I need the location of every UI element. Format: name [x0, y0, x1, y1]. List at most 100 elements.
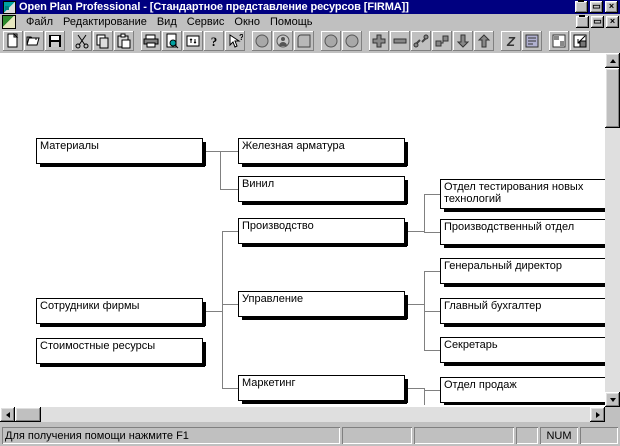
- sort-resource-button[interactable]: [342, 31, 362, 51]
- connector-line: [405, 304, 424, 305]
- mdi-close-button[interactable]: ×: [606, 15, 619, 28]
- folder-open-icon: [26, 33, 42, 49]
- scroll-right-button[interactable]: [590, 407, 605, 422]
- sort-button[interactable]: [183, 31, 203, 51]
- menu-item-window[interactable]: Окно: [234, 15, 260, 28]
- vertical-scroll-thumb[interactable]: [605, 68, 620, 128]
- print-button[interactable]: [141, 31, 161, 51]
- connector-line: [220, 189, 238, 190]
- connector-line: [424, 232, 440, 233]
- scroll-left-button[interactable]: [0, 407, 15, 422]
- move-down-button[interactable]: [453, 31, 473, 51]
- diagram-node-materials[interactable]: Материалы: [36, 138, 206, 167]
- add-node-button[interactable]: [369, 31, 389, 51]
- fit-window-button[interactable]: [570, 31, 590, 51]
- paste-button[interactable]: [114, 31, 134, 51]
- resource-view-button[interactable]: [252, 31, 272, 51]
- diagram-node-prod-dep[interactable]: Производственный отдел: [440, 219, 605, 248]
- promote-button[interactable]: [432, 31, 452, 51]
- connector-line: [222, 388, 238, 389]
- fit-window-icon: [572, 33, 588, 49]
- restore-button[interactable]: ▭: [590, 1, 603, 13]
- link-button[interactable]: [411, 31, 431, 51]
- mdi-restore-button[interactable]: ▭: [591, 15, 604, 28]
- whats-this-button[interactable]: ?: [225, 31, 245, 51]
- close-button[interactable]: ×: [605, 1, 618, 13]
- title-bar[interactable]: Open Plan Professional - [Стандартное пр…: [0, 0, 620, 14]
- resource-group-button[interactable]: [294, 31, 314, 51]
- document-icon[interactable]: [2, 14, 16, 29]
- circle-icon: [323, 33, 339, 49]
- diagram-node-cost-res[interactable]: Стоимостные ресурсы: [36, 338, 206, 367]
- diagram-node-accountant[interactable]: Главный бухгалтер: [440, 298, 605, 327]
- open-file-button[interactable]: [24, 31, 44, 51]
- copy-button[interactable]: [93, 31, 113, 51]
- menu-item-help[interactable]: Помощь: [269, 15, 313, 28]
- diagram-node-label: Материалы: [40, 140, 99, 152]
- horizontal-scrollbar[interactable]: [0, 407, 605, 422]
- connector-line: [424, 271, 440, 272]
- horizontal-scroll-thumb[interactable]: [15, 407, 41, 422]
- diagram-node-vinyl[interactable]: Винил: [238, 176, 408, 205]
- remove-node-button[interactable]: [390, 31, 410, 51]
- diagram-node-label: Секретарь: [444, 339, 498, 351]
- status-num-indicator: NUM: [540, 427, 578, 444]
- diagram-node-management[interactable]: Управление: [238, 291, 408, 320]
- report-button[interactable]: [522, 31, 542, 51]
- diagram-node-label: Отдел продаж: [444, 379, 517, 391]
- vertical-scrollbar[interactable]: [605, 53, 620, 407]
- diagram-node-production[interactable]: Производство: [238, 218, 408, 247]
- filter-button[interactable]: [321, 31, 341, 51]
- arrow-up-icon: [476, 33, 492, 49]
- diagram-node-marketing[interactable]: Маркетинг: [238, 375, 408, 404]
- cut-button[interactable]: [72, 31, 92, 51]
- diagram-node-testing-dep[interactable]: Отдел тестирования новых технологий: [440, 179, 605, 212]
- diagram-node-label: Производственный отдел: [444, 221, 575, 233]
- diagram-node-employees[interactable]: Сотрудники фирмы: [36, 298, 206, 327]
- diagram-node-secretary[interactable]: Секретарь: [440, 337, 605, 366]
- connector-line: [220, 151, 238, 152]
- circle-icon: [344, 33, 360, 49]
- toolbar: ?? Z: [0, 29, 620, 54]
- connector-line: [405, 388, 424, 389]
- arrow-question-icon: ?: [227, 33, 244, 49]
- diagram-node-rebar[interactable]: Железная арматура: [238, 138, 408, 167]
- menu-item-view[interactable]: Вид: [156, 15, 177, 28]
- window-controls: ▭ ×: [575, 0, 619, 13]
- svg-text:?: ?: [211, 34, 218, 49]
- diagram-node-label: Стоимостные ресурсы: [40, 340, 156, 352]
- connector-line: [405, 231, 424, 232]
- status-field-d: [516, 427, 538, 444]
- svg-text:?: ?: [239, 33, 243, 42]
- mdi-minimize-button[interactable]: [576, 14, 589, 28]
- layout-button[interactable]: [549, 31, 569, 51]
- connector-line: [220, 151, 221, 189]
- diagram-node-sales-dep[interactable]: Отдел продаж: [440, 377, 605, 405]
- resource-detail-button[interactable]: [273, 31, 293, 51]
- new-file-button[interactable]: [3, 31, 23, 51]
- move-up-button[interactable]: [474, 31, 494, 51]
- app-icon[interactable]: [3, 0, 16, 14]
- menu-item-service[interactable]: Сервис: [186, 15, 225, 28]
- minimize-button[interactable]: [575, 0, 588, 13]
- diagram-node-ceo[interactable]: Генеральный директор: [440, 258, 605, 287]
- menu-item-edit[interactable]: Редактирование: [63, 15, 147, 28]
- print-preview-button[interactable]: [162, 31, 182, 51]
- scroll-up-button[interactable]: [605, 53, 620, 68]
- zoom-button[interactable]: Z: [501, 31, 521, 51]
- save-file-button[interactable]: [45, 31, 65, 51]
- scissors-icon: [74, 33, 90, 49]
- diagram-node-label: Маркетинг: [242, 377, 296, 389]
- connector-line: [424, 311, 440, 312]
- page-icon: [5, 32, 21, 49]
- circle-icon: [254, 33, 270, 49]
- status-message: Для получения помощи нажмите F1: [2, 427, 340, 444]
- menu-item-file[interactable]: Файл: [26, 15, 54, 28]
- status-field-c: [414, 427, 514, 444]
- connector-line: [203, 151, 220, 152]
- help-button[interactable]: ?: [204, 31, 224, 51]
- scroll-down-button[interactable]: [605, 392, 620, 407]
- z-icon: Z: [503, 33, 519, 49]
